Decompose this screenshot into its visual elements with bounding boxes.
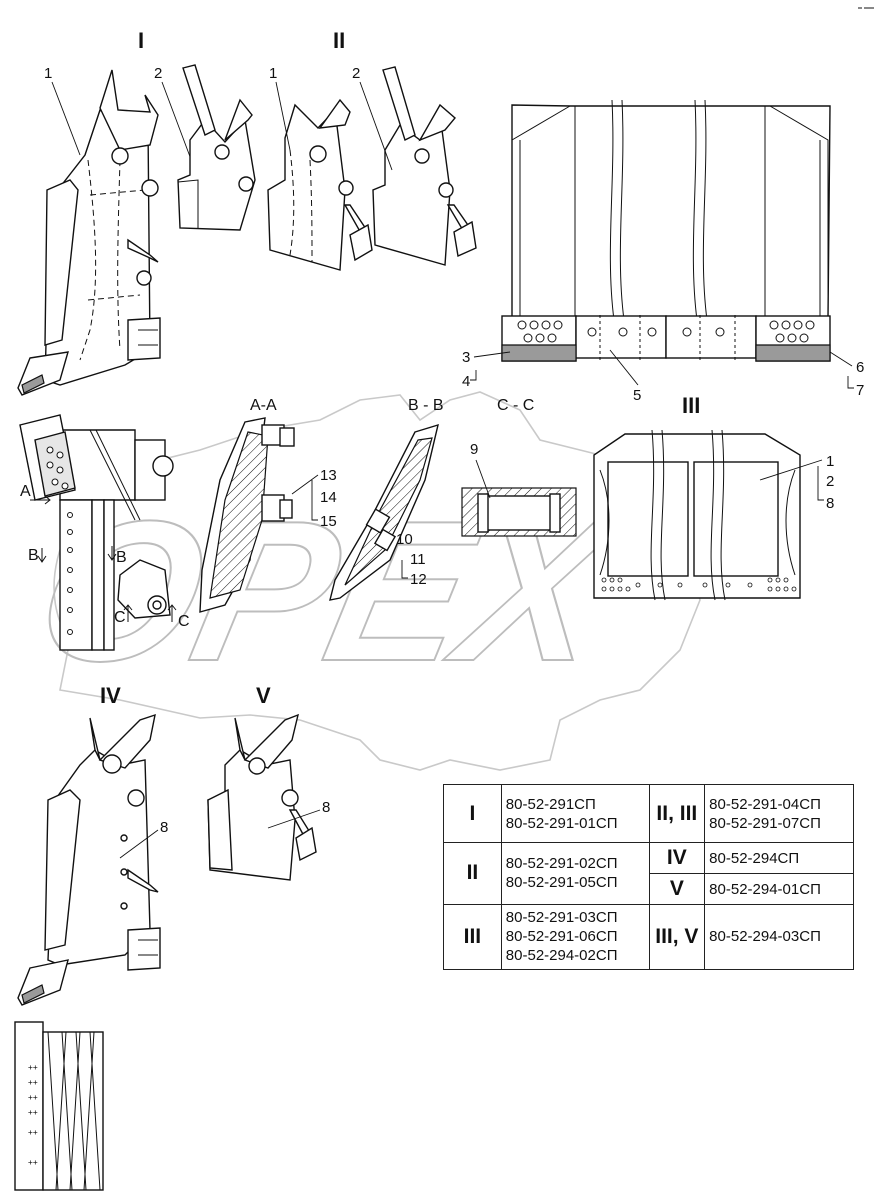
table-view-cell: II, III	[648, 783, 706, 844]
callout-rear-2: 2	[826, 473, 834, 490]
callout-rear-1: 1	[826, 453, 834, 470]
table-view-cell: I	[443, 783, 502, 844]
table-view-cell: III, V	[648, 903, 706, 971]
callout-aa-14: 14	[320, 489, 337, 506]
part-code: 80-52-291-06СП	[505, 928, 618, 946]
table-codes-cell: 80-52-291СП 80-52-291-01СП	[500, 783, 650, 844]
svg-text:++: ++	[28, 1158, 38, 1167]
section-label-cc: C - C	[497, 397, 534, 414]
part-code: 80-52-291-07СП	[709, 814, 821, 832]
callout-I-1: 1	[44, 65, 52, 82]
cut-label-b-right: B	[116, 549, 127, 566]
part-code: 80-52-291-05СП	[505, 874, 618, 892]
cut-label-b-left: B	[28, 547, 39, 564]
table-view-cell: II	[443, 842, 502, 905]
callout-bb-11: 11	[410, 551, 426, 568]
view-I-fragment	[177, 64, 256, 231]
view-label-IV: IV	[100, 683, 121, 708]
callout-aa-13: 13	[320, 467, 337, 484]
view-label-I: I	[138, 28, 144, 53]
view-label-II: II	[333, 28, 345, 53]
part-code: 80-52-294-01СП	[709, 880, 821, 898]
table-codes-cell: 80-52-291-04СП 80-52-291-07СП	[704, 783, 854, 844]
view-II-fragment-right	[372, 66, 477, 266]
callout-III-5: 5	[633, 387, 641, 404]
rear-view-assembly	[593, 429, 801, 601]
part-code: 80-52-291-04СП	[709, 795, 821, 813]
table-row: III 80-52-291-03СП 80-52-291-06СП 80-52-…	[443, 903, 854, 971]
table-view-cell: III	[443, 903, 502, 971]
table-codes-cell: 80-52-294-03СП	[704, 903, 854, 971]
callout-bb-10: 10	[396, 531, 413, 548]
table-codes-cell: 80-52-294-01СП	[704, 873, 854, 905]
part-code: 80-52-291-02СП	[505, 855, 618, 873]
callout-V-8: 8	[322, 799, 330, 816]
table-row: II 80-52-291-02СП 80-52-291-05СП IV 80-5…	[443, 842, 854, 905]
section-bb	[329, 423, 439, 601]
view-label-V: V	[256, 683, 271, 708]
svg-text:++: ++	[28, 1093, 38, 1102]
callout-III-7: 7	[856, 382, 864, 399]
callout-I-2: 2	[154, 65, 162, 82]
callout-IV-8: 8	[160, 819, 168, 836]
section-aa	[199, 417, 295, 613]
callout-II-1: 1	[269, 65, 277, 82]
section-label-bb: B - B	[408, 397, 444, 414]
callout-aa-15: 15	[320, 513, 337, 530]
view-V-fragment	[207, 713, 317, 881]
callout-II-2: 2	[352, 65, 360, 82]
section-label-aa: A-A	[250, 397, 277, 414]
callout-bb-12: 12	[410, 571, 427, 588]
callout-cc-9: 9	[470, 441, 478, 458]
view-I-shank	[17, 69, 161, 396]
part-code: 80-52-291-01СП	[505, 814, 618, 832]
table-codes-cell: 80-52-294СП	[704, 842, 854, 875]
part-code: 80-52-291СП	[505, 795, 596, 813]
variant-table: I 80-52-291СП 80-52-291-01СП II, III 80-…	[443, 783, 854, 971]
svg-text:++: ++	[28, 1128, 38, 1137]
part-code: 80-52-294-02СП	[505, 947, 618, 965]
svg-text:++: ++	[28, 1108, 38, 1117]
table-codes-cell: 80-52-291-03СП 80-52-291-06СП 80-52-294-…	[500, 903, 650, 971]
view-IV-bottom-fragment: ++ ++ ++ ++ ++ ++	[14, 1021, 104, 1191]
table-view-cell: V	[648, 873, 706, 905]
callout-III-4: 4	[462, 373, 470, 390]
callout-III-3: 3	[462, 349, 470, 366]
view-II-fragment-left	[267, 98, 373, 271]
view-IV-shank	[17, 713, 161, 1006]
part-code: 80-52-294СП	[709, 849, 800, 867]
callout-III-6: 6	[856, 359, 864, 376]
part-code: 80-52-294-03СП	[709, 928, 821, 946]
callout-rear-8: 8	[826, 495, 834, 512]
side-view-cut-markers	[19, 414, 177, 651]
cut-label-c-right: C	[178, 613, 190, 630]
table-codes-cell: 80-52-291-02СП 80-52-291-05СП	[500, 842, 650, 905]
part-code: 80-52-291-03СП	[505, 909, 618, 927]
table-row: V 80-52-294-01СП	[444, 873, 854, 905]
view-III-front-assembly	[501, 99, 831, 362]
section-cc	[461, 487, 577, 537]
cut-label-c-left: C	[114, 609, 126, 626]
svg-text:++: ++	[28, 1078, 38, 1087]
cut-label-a: A	[20, 483, 31, 500]
table-view-cell: IV	[648, 842, 706, 875]
table-row: I 80-52-291СП 80-52-291-01СП II, III 80-…	[443, 783, 854, 844]
svg-text:++: ++	[28, 1063, 38, 1072]
view-label-III: III	[682, 393, 700, 418]
